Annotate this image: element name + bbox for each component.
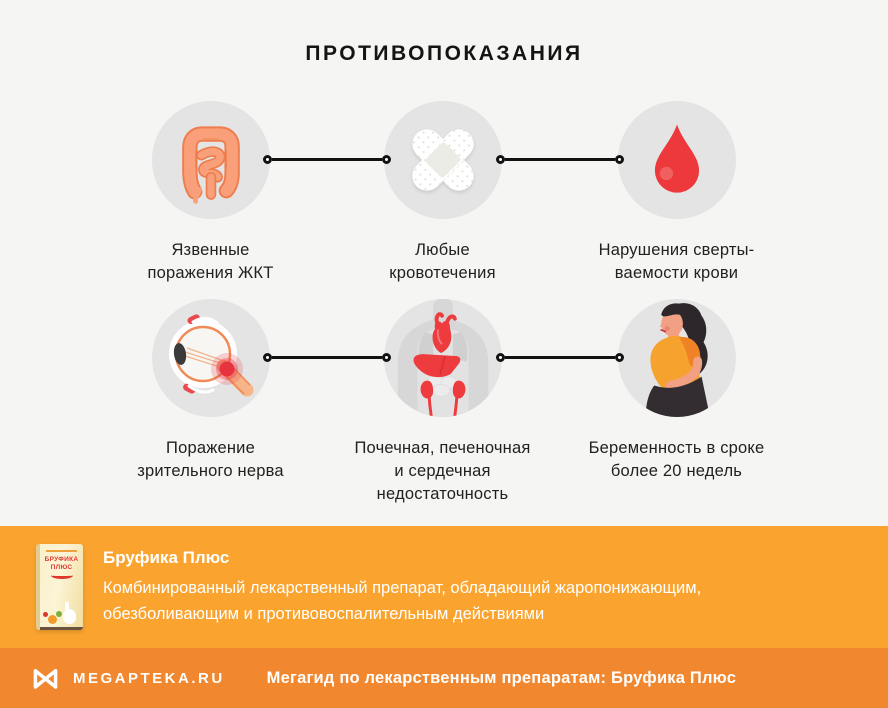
- icon-circle: [151, 299, 270, 417]
- connector-dot: [382, 155, 391, 164]
- icon-circle: [617, 101, 736, 219]
- product-package-image: БРУФИКА ПЛЮС: [36, 544, 83, 630]
- card-label: Любые кровотечения: [389, 241, 496, 282]
- product-band: БРУФИКА ПЛЮС Бруфика Плюс Комбинированны…: [0, 526, 888, 648]
- connector-line: [496, 152, 624, 167]
- connector-dot: [496, 155, 505, 164]
- eye-icon: [168, 314, 253, 397]
- fruit-icon: [43, 612, 48, 617]
- connector-rule: [272, 356, 382, 359]
- pregnant-woman-icon: [645, 303, 710, 417]
- connector-dot: [615, 353, 624, 362]
- connector-line: [263, 350, 391, 365]
- package-top-line: [46, 550, 77, 552]
- package-swoosh: [50, 572, 73, 579]
- card-label: Нарушения сверты- ваемости крови: [598, 241, 755, 282]
- connector-line: [496, 350, 624, 365]
- connector-line: [263, 152, 391, 167]
- product-name: Бруфика Плюс: [103, 547, 230, 567]
- bunny-icon: [63, 602, 76, 624]
- icon-circle: [617, 299, 736, 417]
- card-label: Почечная, печеночная и сердечная недоста…: [354, 439, 531, 503]
- leaf-icon: [56, 611, 62, 617]
- footer-tagline: Мегагид по лекарственным препаратам: Бру…: [266, 668, 737, 687]
- card-bleeding: Любые кровотечения: [326, 101, 559, 285]
- icon-circle: [151, 101, 270, 219]
- orange-fruit-icon: [48, 615, 57, 624]
- package-name-text: БРУФИКА ПЛЮС: [44, 556, 79, 571]
- icon-circle: [383, 299, 502, 417]
- organs-icon: [397, 299, 488, 417]
- card-label: Беременность в сроке более 20 недель: [588, 439, 765, 480]
- page-title: ПРОТИВОПОКАЗАНИЯ: [305, 42, 583, 65]
- card-pregnancy: Беременность в сроке более 20 недель: [560, 299, 793, 483]
- card-optic-nerve: Поражение зрительного нерва: [94, 299, 327, 483]
- connector-dot: [263, 353, 272, 362]
- card-gi-ulcers: Язвенные поражения ЖКТ: [94, 101, 327, 285]
- package-base: [40, 627, 83, 630]
- brand-name: MEGAPTEKA.RU: [73, 669, 225, 687]
- product-description: Комбинированный лекарственный препарат, …: [103, 578, 702, 623]
- connector-rule: [505, 158, 615, 161]
- megapteka-logo-icon: [30, 663, 61, 694]
- bandages-icon: [411, 129, 474, 191]
- connector-rule: [505, 356, 615, 359]
- blood-drop-icon: [654, 124, 699, 193]
- connector-rule: [272, 158, 382, 161]
- card-clotting: Нарушения сверты- ваемости крови: [560, 101, 793, 285]
- card-label: Язвенные поражения ЖКТ: [147, 241, 274, 282]
- footer-bar: MEGAPTEKA.RU Мегагид по лекарственным пр…: [0, 648, 888, 708]
- package-artwork: [40, 600, 83, 626]
- connector-dot: [263, 155, 272, 164]
- connector-dot: [496, 353, 505, 362]
- contraindications-section: ПРОТИВОПОКАЗАНИЯ Язвенные: [94, 42, 793, 506]
- connector-dot: [615, 155, 624, 164]
- product-text-block: Бруфика Плюс Комбинированный лекарственн…: [103, 548, 701, 627]
- intestines-icon: [181, 126, 240, 204]
- card-label: Поражение зрительного нерва: [137, 439, 284, 480]
- card-organ-failure: Почечная, печеночная и сердечная недоста…: [326, 299, 559, 506]
- connector-dot: [382, 353, 391, 362]
- icon-circle: [383, 101, 502, 219]
